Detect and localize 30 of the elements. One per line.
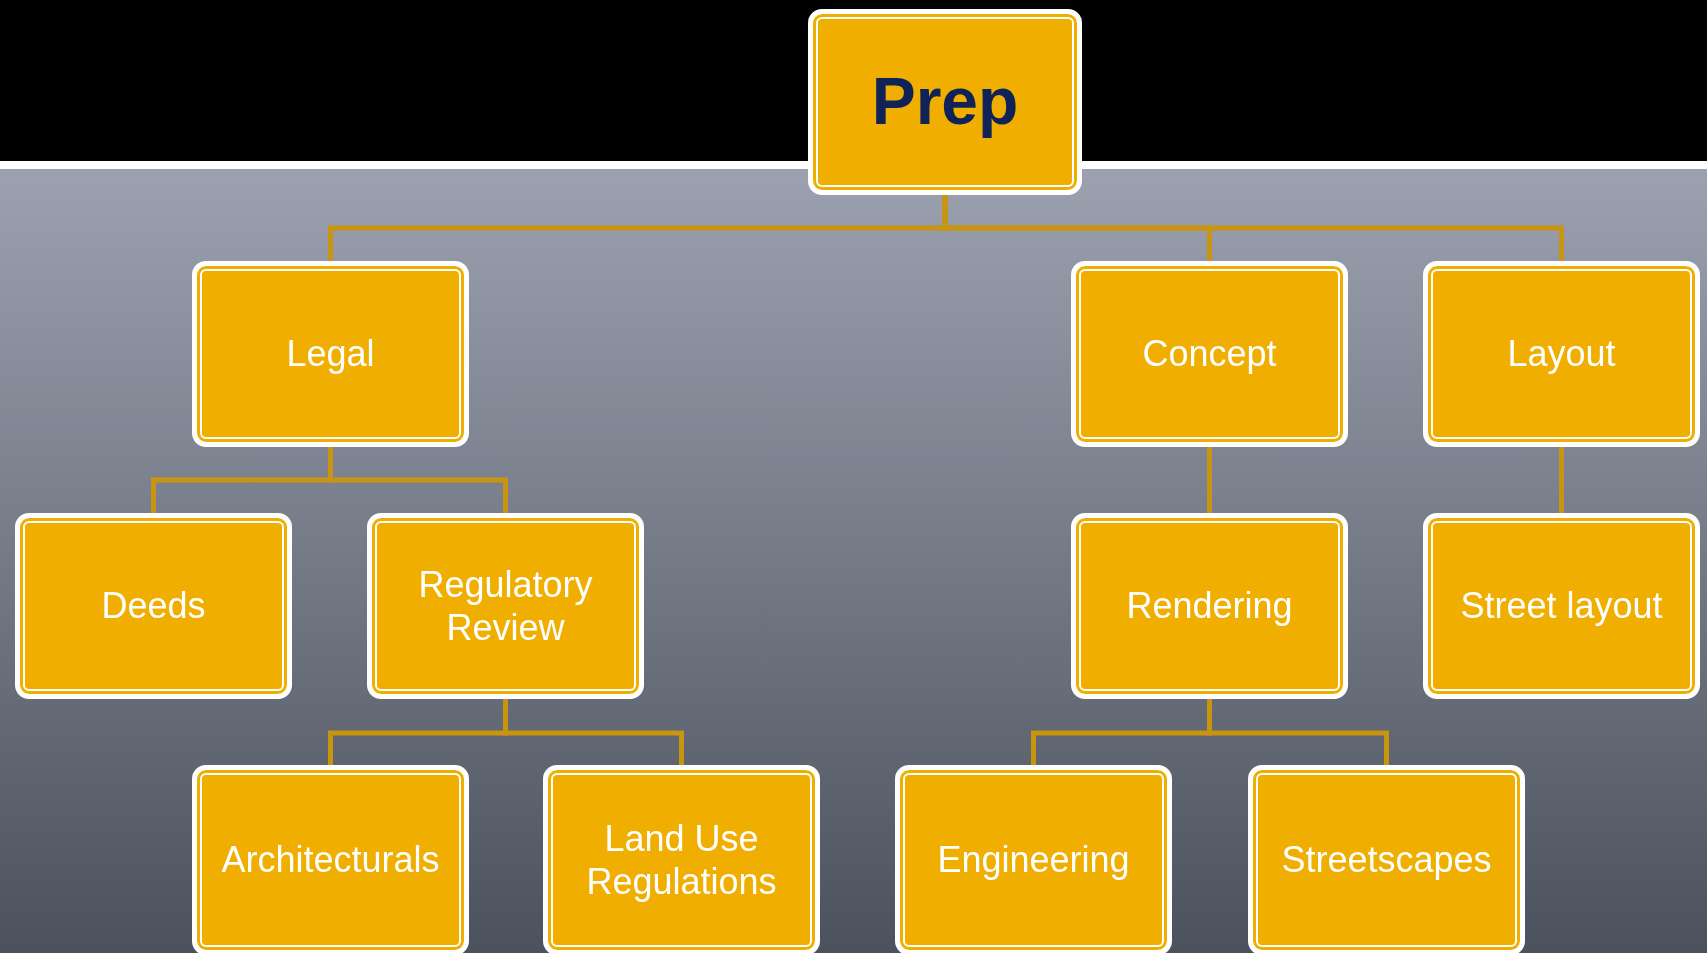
connector-line xyxy=(1207,699,1389,765)
box-label: Regulatory Review xyxy=(417,562,594,650)
process-box xyxy=(192,765,469,953)
box-label: Engineering xyxy=(936,838,1131,882)
process-box xyxy=(1248,765,1525,953)
process-box xyxy=(1071,513,1348,699)
box-label: Land Use Regulations xyxy=(585,816,778,904)
process-box xyxy=(1423,261,1700,447)
process-box xyxy=(543,765,820,953)
connector-line xyxy=(942,195,1564,261)
process-box xyxy=(1071,261,1348,447)
connector-line xyxy=(1559,447,1564,513)
process-box xyxy=(367,513,644,699)
box-label: Streetscapes xyxy=(1280,838,1493,882)
box-label: Prep xyxy=(870,63,1020,141)
process-box xyxy=(192,261,469,447)
process-box xyxy=(1423,513,1700,699)
box-label: Architecturals xyxy=(220,838,441,882)
connector-line xyxy=(328,447,508,513)
box-label: Street layout xyxy=(1459,584,1664,628)
box-label: Layout xyxy=(1506,332,1617,376)
process-box xyxy=(15,513,292,699)
connector-line xyxy=(503,699,684,765)
box-label: Concept xyxy=(1141,332,1278,376)
box-label: Deeds xyxy=(100,584,207,628)
box-label: Legal xyxy=(285,332,376,376)
process-box xyxy=(808,9,1082,195)
box-label: Rendering xyxy=(1125,584,1294,628)
connector-line xyxy=(1207,447,1212,513)
process-box xyxy=(895,765,1172,953)
